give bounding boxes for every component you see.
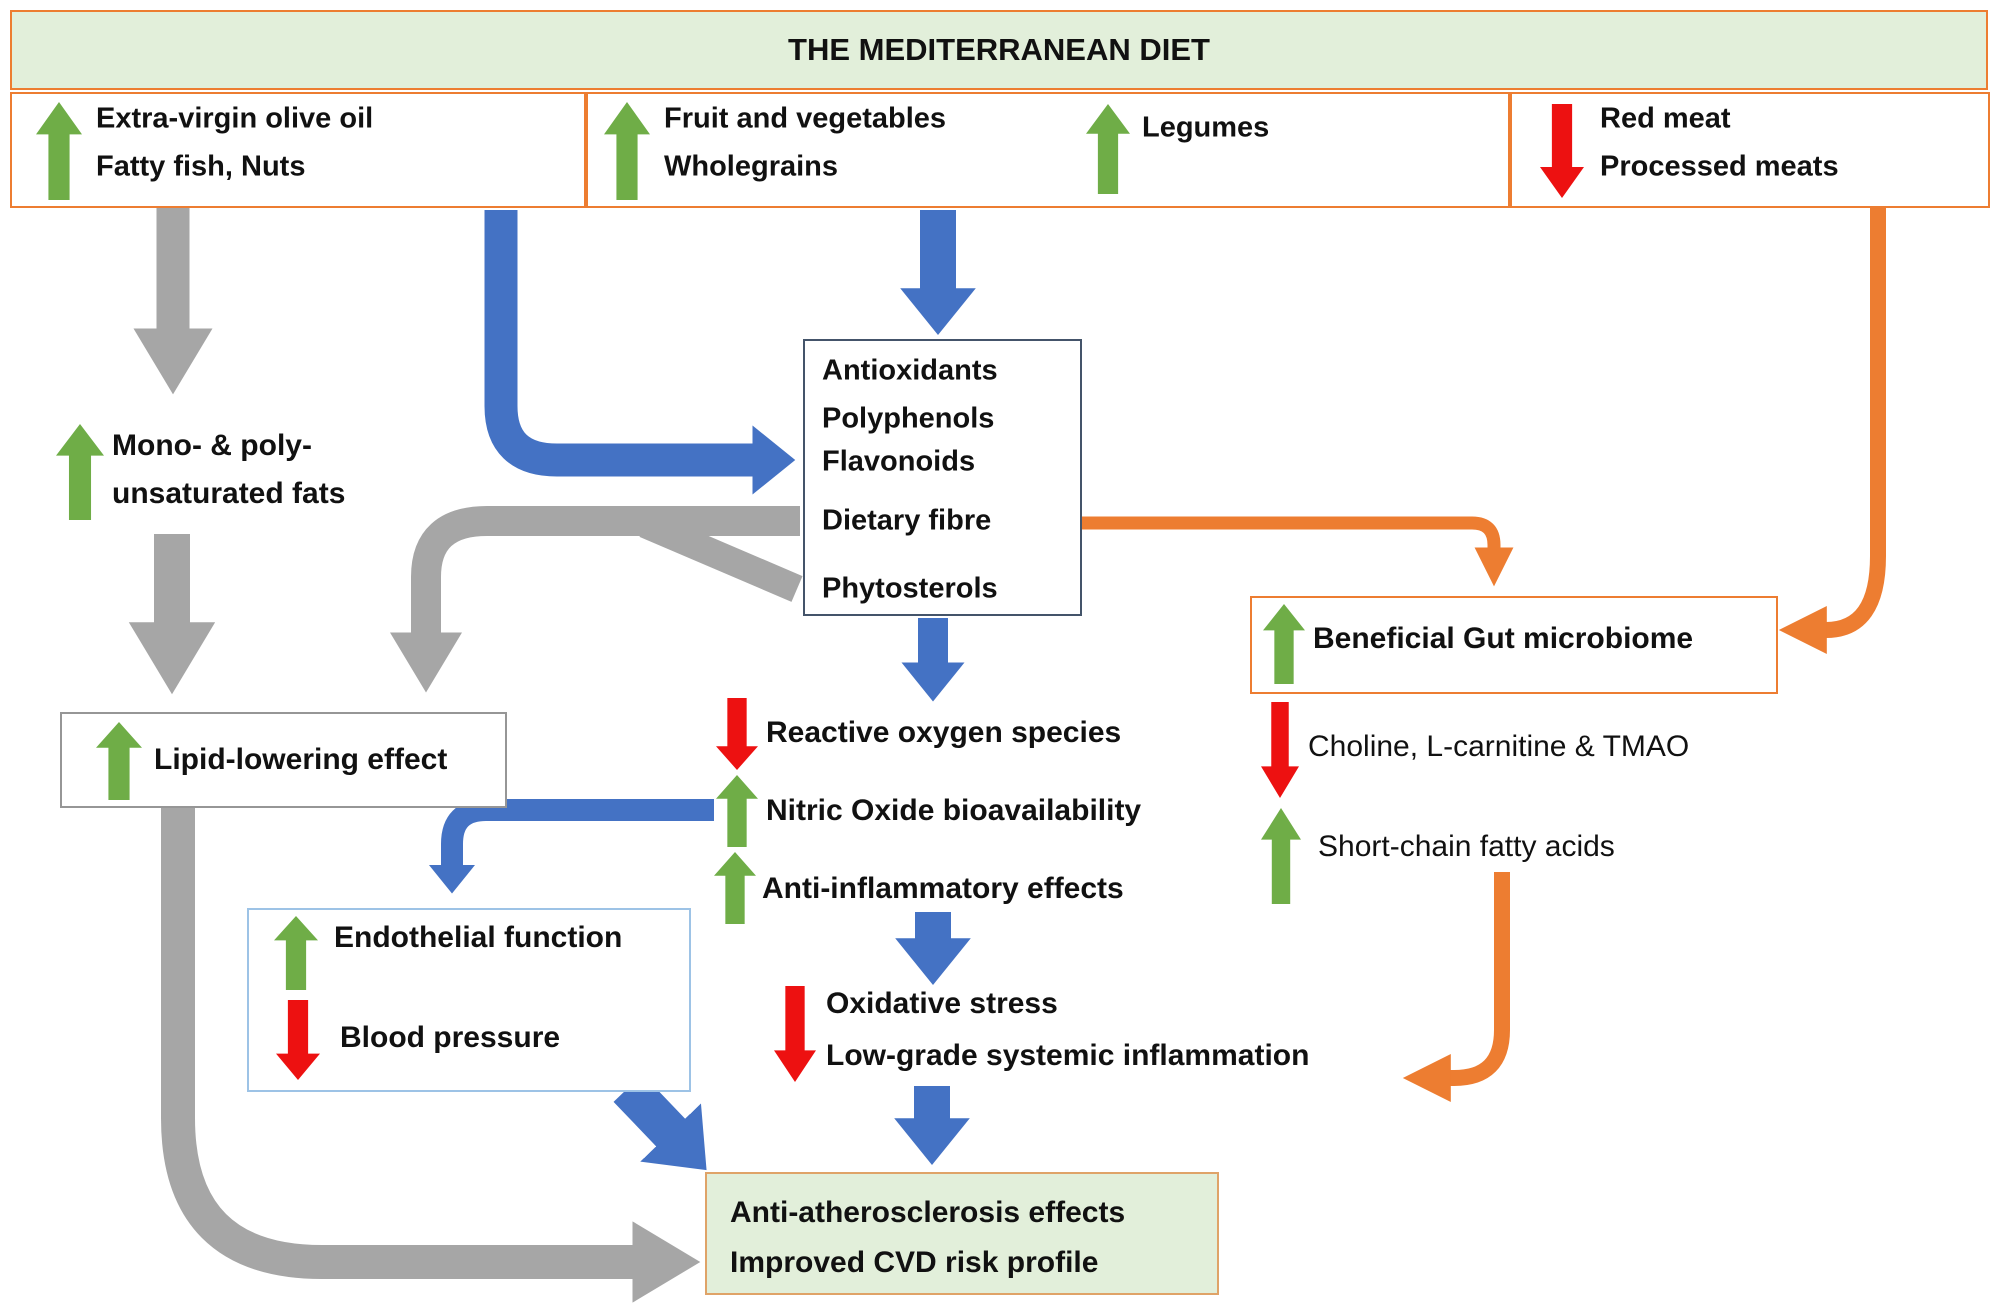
endothelial-label: Endothelial function: [334, 921, 623, 954]
bioactive-phytosterols: Phytosterols: [822, 572, 998, 605]
arrow-oliveoil-to-bioactives: [484, 210, 796, 495]
outcome-line1: Anti-atherosclerosis effects: [730, 1196, 1126, 1229]
food-meat-line1: Red meat: [1600, 102, 1731, 135]
box-lipid-lowering: [60, 712, 507, 808]
oxidative-line2: Low-grade systemic inflammation: [826, 1039, 1310, 1072]
food-legumes-label: Legumes: [1142, 111, 1270, 144]
box-gut-microbiome: [1250, 596, 1778, 694]
arrow-lipidlowering-to-outcome: [161, 808, 701, 1303]
food-meat-line2: Processed meats: [1600, 150, 1839, 183]
box-endothelial: [247, 908, 691, 1092]
blood-pressure-label: Blood pressure: [340, 1021, 561, 1054]
bioactive-flavonoids: Flavonoids: [822, 445, 976, 478]
arrow-fibre-to-gutmicrobiome: [1038, 516, 1514, 587]
anti-inflammatory-label: Anti-inflammatory effects: [762, 872, 1124, 905]
outcome-line2: Improved CVD risk profile: [730, 1246, 1099, 1279]
box-outcome: [705, 1172, 1219, 1295]
food-oliveoil-line2: Fatty fish, Nuts: [96, 150, 306, 183]
bioactive-antioxidants: Antioxidants: [822, 354, 998, 387]
arrow-fibre-phytosterols-to-lipidlowering: [390, 506, 800, 693]
gut-microbiome-label: Beneficial Gut microbiome: [1313, 622, 1694, 655]
monofats-line2: unsaturated fats: [112, 477, 346, 510]
scfa-label: Short-chain fatty acids: [1318, 830, 1615, 863]
box-red-processed-meat: [1510, 92, 1990, 208]
food-fruit-line2: Wholegrains: [664, 150, 839, 183]
box-fruit-veg-legumes: [586, 92, 1510, 208]
choline-label: Choline, L-carnitine & TMAO: [1308, 730, 1690, 763]
monofats-line1: Mono- & poly-: [112, 429, 312, 462]
box-bioactives: [803, 339, 1082, 616]
ros-label: Reactive oxygen species: [766, 716, 1122, 749]
arrow-redmeat-to-gutmicrobiome: [1778, 208, 1886, 654]
bioactive-dietary-fibre: Dietary fibre: [822, 504, 992, 537]
diagram-title: THE MEDITERRANEAN DIET: [10, 10, 1988, 90]
oxidative-line1: Oxidative stress: [826, 987, 1058, 1020]
lipid-lowering-label: Lipid-lowering effect: [154, 743, 448, 776]
arrow-nitricoxide-to-endothelial: [428, 799, 714, 894]
arrow-endothelial-to-outcome: [613, 1074, 707, 1171]
food-fruit-line1: Fruit and vegetables: [664, 102, 947, 135]
food-oliveoil-line1: Extra-virgin olive oil: [96, 102, 374, 135]
bioactive-polyphenols: Polyphenols: [822, 402, 995, 435]
box-oliveoil-fish-nuts: [10, 92, 586, 208]
arrow-scfa-to-inflammation: [1402, 872, 1510, 1102]
nitric-oxide-label: Nitric Oxide bioavailability: [766, 794, 1142, 827]
